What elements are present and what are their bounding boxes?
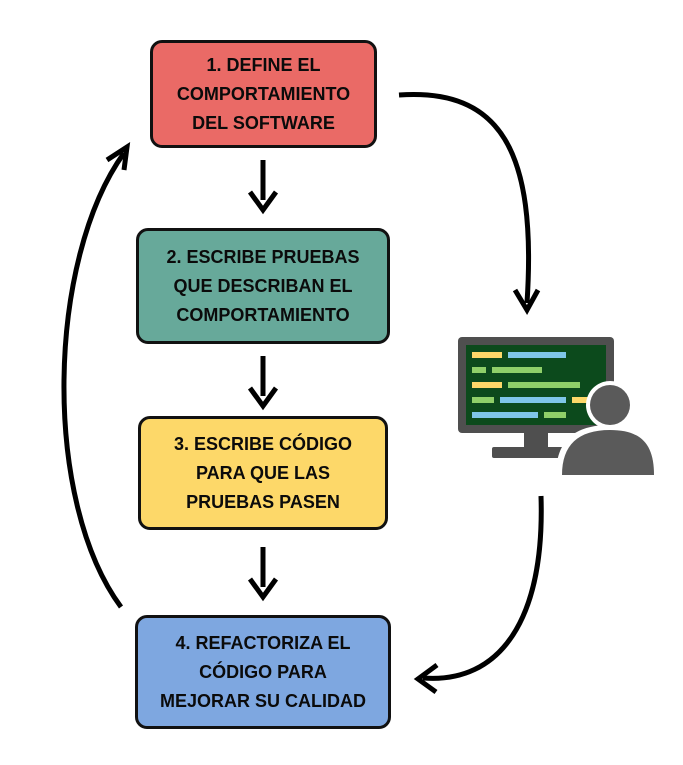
step-1-define-behavior: 1. DEFINE EL COMPORTAMIENTO DEL SOFTWARE bbox=[150, 40, 377, 148]
step-2-write-tests: 2. ESCRIBE PRUEBAS QUE DESCRIBAN EL COMP… bbox=[136, 228, 390, 344]
arrow-developer-to-step4 bbox=[422, 495, 544, 681]
monitor-stand-neck bbox=[524, 433, 548, 449]
step-3-line-2: PARA QUE LAS bbox=[195, 462, 330, 483]
step-4-line-1: 4. REFACTORIZA EL bbox=[175, 632, 351, 653]
step-4-line-3: MEJORAR SU CALIDAD bbox=[159, 690, 366, 711]
arrowhead-step4-to-step1 bbox=[105, 141, 131, 171]
monitor-stand-base bbox=[492, 447, 580, 458]
arrow-step4-to-step1 bbox=[61, 151, 127, 609]
arrowhead-step3-to-step4 bbox=[247, 577, 279, 602]
step-1-line-3: DEL SOFTWARE bbox=[192, 112, 335, 133]
arrowhead-developer-to-step4 bbox=[413, 662, 439, 695]
step-4-line-2: CÓDIGO PARA bbox=[199, 661, 327, 682]
step-1-line-1: 1. DEFINE EL bbox=[206, 54, 321, 75]
arrowhead-step1-to-step2 bbox=[247, 190, 279, 215]
step-2-line-3: COMPORTAMIENTO bbox=[176, 304, 350, 325]
step-1-line-2: COMPORTAMIENTO bbox=[176, 83, 351, 104]
step-3-line-3: PRUEBAS PASEN bbox=[186, 491, 340, 512]
arrowhead-step2-to-step3 bbox=[247, 386, 279, 411]
code-lines bbox=[472, 352, 596, 418]
step-3-write-code: 3. ESCRIBE CÓDIGO PARA QUE LAS PRUEBAS P… bbox=[138, 416, 388, 530]
arrowhead-step1-to-developer bbox=[512, 288, 541, 316]
step-2-line-2: QUE DESCRIBAN EL bbox=[173, 275, 353, 296]
arrow-step1-to-developer bbox=[398, 91, 532, 304]
step-4-refactor: 4. REFACTORIZA EL CÓDIGO PARA MEJORAR SU… bbox=[135, 615, 391, 729]
step-2-line-1: 2. ESCRIBE PRUEBAS bbox=[166, 246, 360, 267]
step-3-line-1: 3. ESCRIBE CÓDIGO bbox=[173, 433, 353, 454]
person-silhouette bbox=[556, 381, 654, 475]
developer-at-computer-icon bbox=[458, 337, 654, 475]
